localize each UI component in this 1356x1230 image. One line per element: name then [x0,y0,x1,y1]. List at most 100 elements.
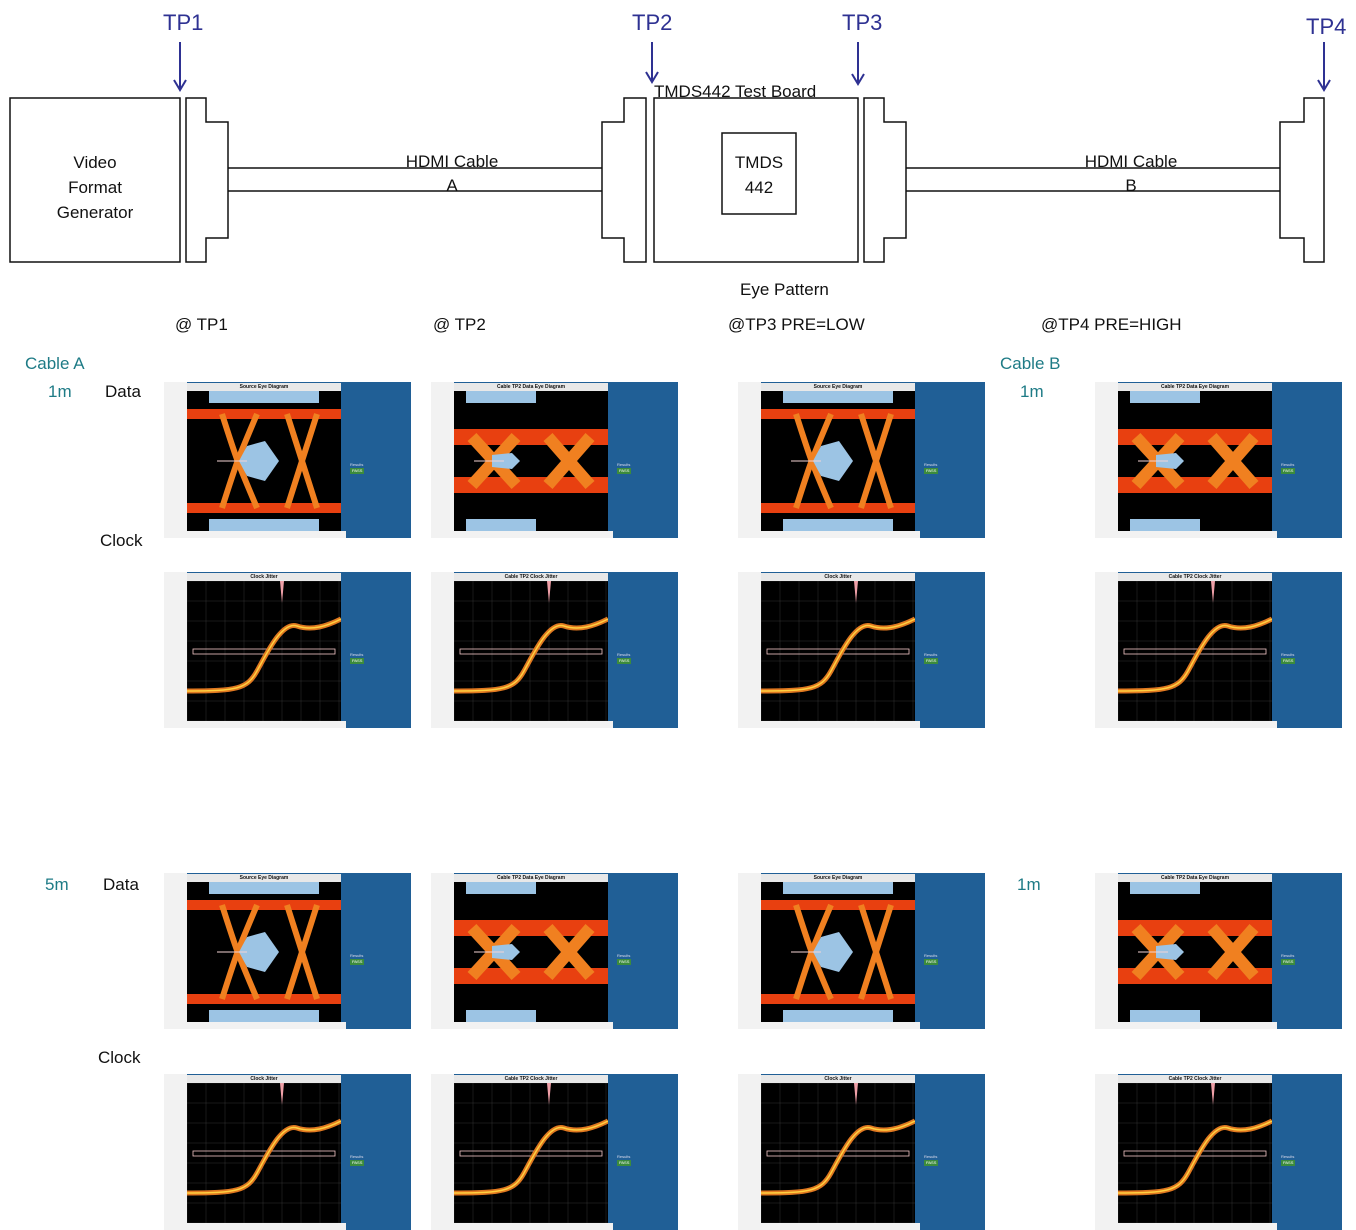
scope-time-strip [738,721,920,728]
scope-panel: Cable TP2 Data Eye Diagram Results PASS [1095,873,1342,1029]
results-heading: Results [617,1154,631,1159]
scope-plot [454,581,608,721]
tp3-label: TP3 [842,10,883,35]
pass-badge: PASS [617,1160,632,1166]
pass-badge: PASS [924,468,939,474]
scope-results: Results PASS [350,652,406,712]
scope-time-strip [738,1022,920,1029]
scope-axis-strip [1095,572,1118,728]
scope-axis-strip [738,572,761,728]
generator-line-1: Video [73,153,117,172]
scope-time-strip [164,1223,346,1230]
scope-title: Cable TP2 Data Eye Diagram [454,874,608,882]
results-heading: Results [350,953,364,958]
tp1-label: TP1 [163,10,204,35]
pass-badge: PASS [924,959,939,965]
scope-title: Cable TP2 Clock Jitter [454,573,608,581]
scope-panel: Cable TP2 Data Eye Diagram Results PASS [431,382,678,538]
column-tp4: @TP4 PRE=HIGH [1041,315,1182,334]
results-heading: Results [617,953,631,958]
scope-results: Results PASS [617,652,673,712]
scope-title: Clock Jitter [187,1075,341,1083]
scope-axis-strip [431,873,454,1029]
scope-plot [454,1083,608,1223]
generator-label: Video Format Generator [10,150,180,225]
scope-results: Results PASS [1281,462,1337,522]
scope-time-strip [164,531,346,538]
scope-axis-strip [164,873,187,1029]
results-heading: Results [350,652,364,657]
row2-length-b: 1m [1017,875,1041,894]
cable-b-heading: Cable B [1000,354,1061,373]
scope-time-strip [1095,531,1277,538]
row1-clock-label: Clock [100,531,143,550]
scope-axis-strip [1095,382,1118,538]
cable-b-line-1: HDMI Cable [1084,152,1178,171]
scope-panel: Source Eye Diagram Results PASS [738,382,985,538]
scope-axis-strip [431,382,454,538]
connector-tp1 [185,97,229,263]
scope-axis-strip [738,873,761,1029]
scope-axis-strip [1095,873,1118,1029]
pass-badge: PASS [350,468,365,474]
scope-plot [1118,581,1272,721]
scope-results: Results PASS [1281,652,1337,712]
chip-line-2: 442 [744,178,774,197]
scope-plot [761,1083,915,1223]
tp2-label: TP2 [632,10,673,35]
scope-time-strip [164,1022,346,1029]
scope-title: Source Eye Diagram [187,874,341,882]
scope-results: Results PASS [350,462,406,522]
scope-plot [454,391,608,531]
row2-length-a: 5m [45,875,69,894]
scope-title: Cable TP2 Clock Jitter [454,1075,608,1083]
tp4-label: TP4 [1306,14,1347,39]
scope-plot [187,882,341,1022]
cable-a-label: HDMI Cable A [352,150,552,198]
scope-title: Cable TP2 Data Eye Diagram [454,383,608,391]
pass-badge: PASS [924,1160,939,1166]
scope-results: Results PASS [350,953,406,1013]
generator-box [9,97,181,263]
row1-data-label: Data [105,382,141,401]
results-heading: Results [350,1154,364,1159]
scope-panel: Cable TP2 Clock Jitter Results PASS [1095,1074,1342,1230]
results-heading: Results [350,462,364,467]
scope-plot [187,1083,341,1223]
scope-panel: Source Eye Diagram Results PASS [738,873,985,1029]
scope-title: Cable TP2 Data Eye Diagram [1118,383,1272,391]
scope-time-strip [1095,1022,1277,1029]
generator-line-3: Generator [56,203,134,222]
scope-panel: Source Eye Diagram Results PASS [164,873,411,1029]
scope-results: Results PASS [924,462,980,522]
pass-badge: PASS [1281,658,1296,664]
row2-data-label: Data [103,875,139,894]
scope-time-strip [738,531,920,538]
results-heading: Results [924,953,938,958]
scope-panel: Clock Jitter Results PASS [738,1074,985,1230]
results-heading: Results [617,462,631,467]
scope-title: Clock Jitter [761,1075,915,1083]
scope-axis-strip [738,1074,761,1230]
scope-plot [187,391,341,531]
pass-badge: PASS [350,658,365,664]
scope-panel: Clock Jitter Results PASS [164,1074,411,1230]
connector-tp4 [1279,97,1325,263]
pass-badge: PASS [350,1160,365,1166]
pass-badge: PASS [617,468,632,474]
scope-results: Results PASS [924,953,980,1013]
scope-results: Results PASS [350,1154,406,1214]
scope-plot [187,581,341,721]
scope-panel: Clock Jitter Results PASS [164,572,411,728]
scope-axis-strip [164,572,187,728]
scope-results: Results PASS [924,1154,980,1214]
scope-results: Results PASS [924,652,980,712]
cable-b-label: HDMI Cable B [1031,150,1231,198]
scope-panel: Clock Jitter Results PASS [738,572,985,728]
scope-panel: Cable TP2 Clock Jitter Results PASS [431,1074,678,1230]
results-heading: Results [1281,1154,1295,1159]
diagram-canvas [9,42,1331,263]
scope-plot [1118,1083,1272,1223]
column-tp2: @ TP2 [433,315,486,334]
scope-time-strip [738,1223,920,1230]
